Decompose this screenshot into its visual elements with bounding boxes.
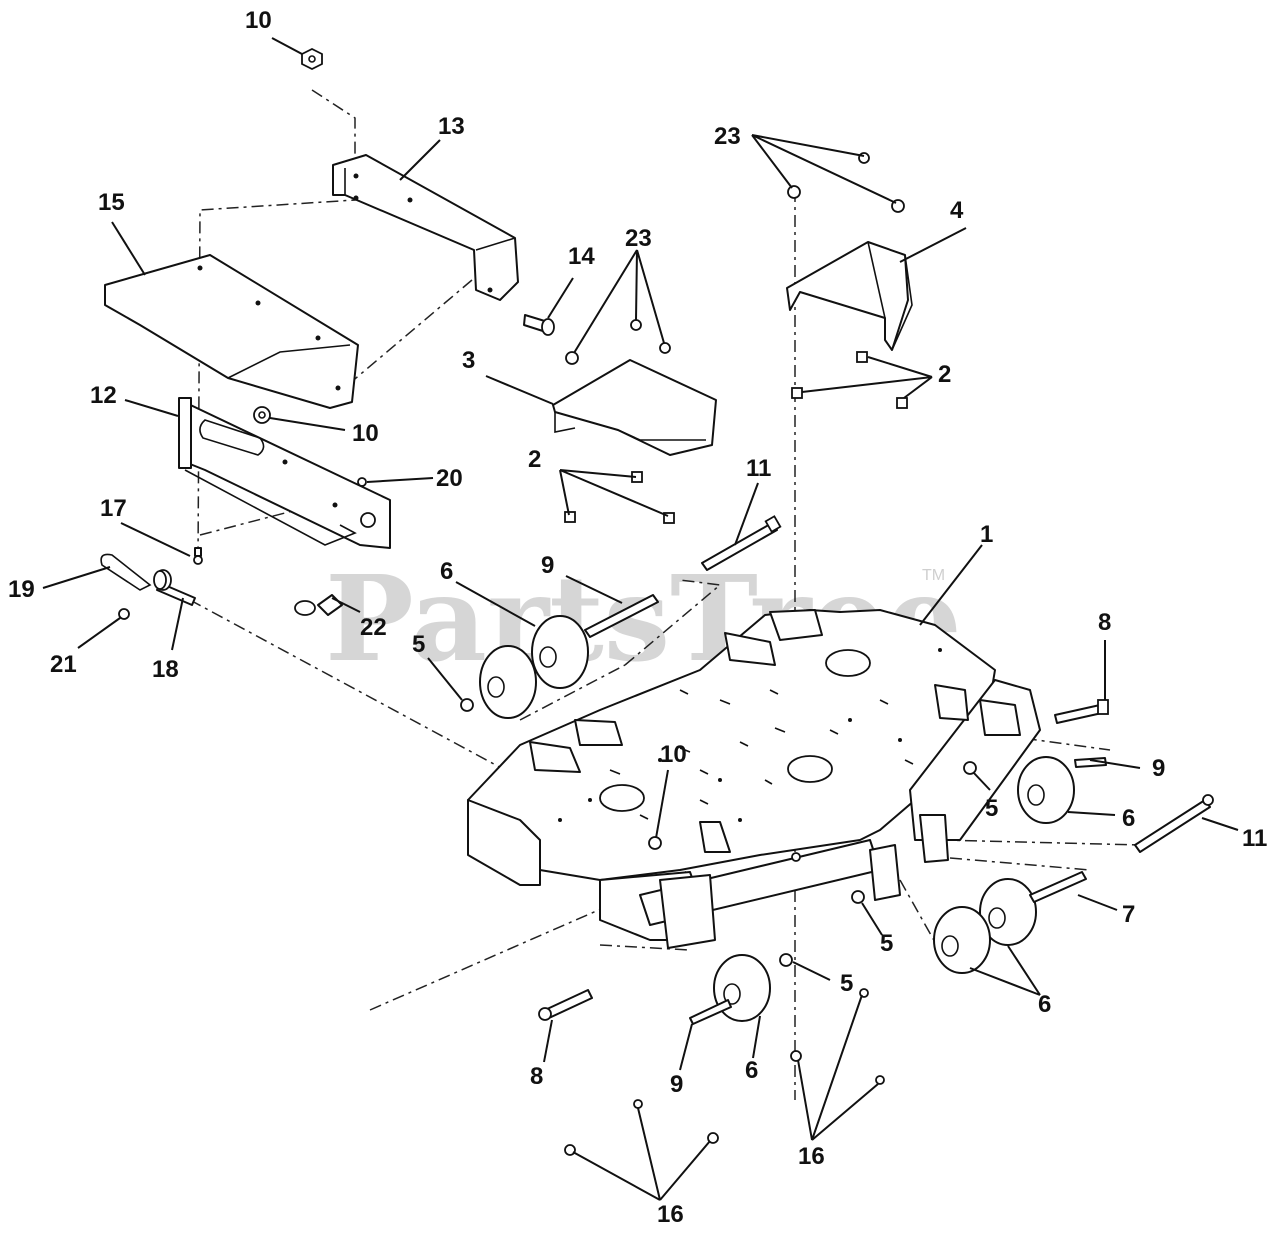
callout-5-bottom: 5 xyxy=(840,970,853,997)
callout-6-lower-right: 6 xyxy=(1038,991,1051,1018)
callout-12: 12 xyxy=(90,382,117,409)
deflector-plate-part-3 xyxy=(552,359,717,456)
callout-4: 4 xyxy=(950,197,964,224)
callout-6-right: 6 xyxy=(1122,805,1135,832)
callout-8-lower: 8 xyxy=(530,1063,543,1090)
callout-13: 13 xyxy=(438,113,465,140)
callout-2-center: 2 xyxy=(528,446,541,473)
pivot-bracket-part-12 xyxy=(178,397,391,549)
callout-8-right: 8 xyxy=(1098,609,1111,636)
wheel-part-6-a xyxy=(531,615,589,689)
callout-14: 14 xyxy=(568,243,595,270)
callout-23-right: 23 xyxy=(714,123,741,150)
bracket-part-13 xyxy=(332,154,519,301)
callout-5-left: 5 xyxy=(412,631,425,658)
callout-11-upper: 11 xyxy=(746,455,771,482)
callout-2-right: 2 xyxy=(938,361,951,388)
callout-11-right: 11 xyxy=(1242,825,1267,852)
axles-and-bolts xyxy=(154,515,1214,1025)
callout-21: 21 xyxy=(50,651,77,678)
callout-9-lower: 9 xyxy=(670,1071,683,1098)
callout-10-top: 10 xyxy=(245,7,272,34)
callout-15: 15 xyxy=(98,189,125,216)
callout-labels: 10 13 15 14 23 23 4 2 3 12 10 20 2 11 1 … xyxy=(8,7,1267,1228)
callout-20: 20 xyxy=(436,465,463,492)
hardware-nuts-bolts xyxy=(100,47,977,1156)
callout-17: 17 xyxy=(100,495,127,522)
callout-22: 22 xyxy=(360,614,387,641)
leader-lines xyxy=(42,37,1239,1201)
callout-19: 19 xyxy=(8,576,35,603)
watermark-trademark: TM xyxy=(922,567,945,584)
callout-10-mid: 10 xyxy=(352,420,379,447)
mower-deck-part-1 xyxy=(467,609,1041,949)
callout-1: 1 xyxy=(980,521,993,548)
callout-5-right: 5 xyxy=(985,795,998,822)
callout-10-deck: 10 xyxy=(660,741,687,768)
callout-18: 18 xyxy=(152,656,179,683)
callout-7: 7 xyxy=(1122,901,1135,928)
callout-6-lower: 6 xyxy=(745,1057,758,1084)
deflector-plate-part-15 xyxy=(104,254,359,409)
deflector-bracket-part-4 xyxy=(786,241,913,351)
wheel-part-6-e xyxy=(933,906,991,974)
callout-9-right: 9 xyxy=(1152,755,1165,782)
callout-23-center: 23 xyxy=(625,225,652,252)
callout-9-left: 9 xyxy=(541,552,554,579)
callout-16-bottom: 16 xyxy=(657,1201,684,1228)
wheel-part-6-b xyxy=(479,645,537,719)
callout-6-left: 6 xyxy=(440,558,453,585)
wheel-part-6-c xyxy=(1017,756,1075,824)
wheel-part-6-d xyxy=(979,878,1037,946)
callout-16-right: 16 xyxy=(798,1143,825,1170)
callout-5-lower: 5 xyxy=(880,930,893,957)
callout-3: 3 xyxy=(462,347,475,374)
